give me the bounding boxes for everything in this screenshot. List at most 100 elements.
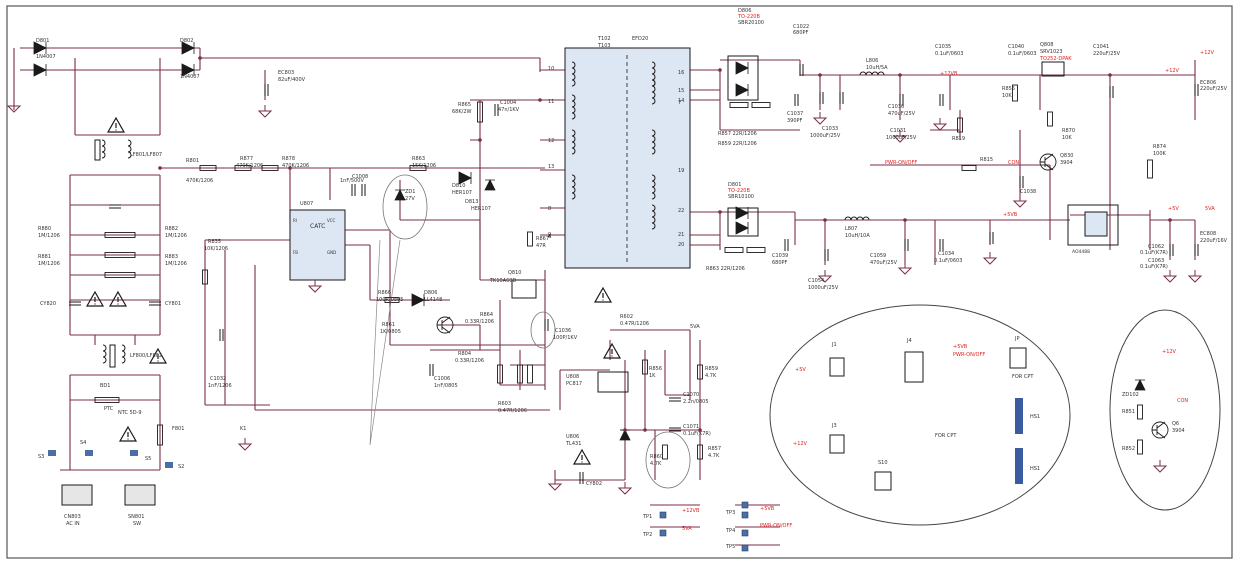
component-label: D810 bbox=[452, 183, 465, 189]
transformer-pin: 9 bbox=[548, 232, 551, 238]
resistor bbox=[202, 269, 208, 285]
ground-symbol bbox=[892, 130, 908, 143]
component-label: TK10A60D bbox=[489, 278, 516, 284]
capacitor bbox=[799, 64, 804, 76]
d801-diode-pack bbox=[727, 207, 759, 237]
s5-switch bbox=[130, 450, 138, 456]
ic-pin-label: VCC bbox=[327, 218, 336, 223]
s3-switch bbox=[48, 450, 56, 456]
component-label: D806 bbox=[738, 8, 751, 14]
component-label: 1M/1206 bbox=[38, 233, 60, 239]
component-label: R865 bbox=[458, 102, 471, 108]
component-label: 220uF/16V bbox=[1200, 238, 1228, 244]
transformer-pin: 14 bbox=[678, 98, 684, 104]
ground-symbol bbox=[817, 270, 833, 283]
component-label: 100P/1KV bbox=[553, 335, 578, 341]
junction-dot bbox=[1168, 218, 1172, 222]
jp-connector bbox=[1009, 347, 1027, 369]
tp-5vb-label: +5VB bbox=[760, 506, 775, 512]
component-label: 680PF bbox=[793, 30, 809, 36]
diode bbox=[735, 221, 749, 235]
component-label: 10uH/10A bbox=[845, 233, 870, 239]
diode bbox=[735, 61, 749, 75]
component-label: C1063 bbox=[1148, 258, 1164, 264]
ground-symbol bbox=[6, 100, 22, 113]
transformer-pin: 11 bbox=[548, 99, 554, 105]
component-label: R804 bbox=[458, 351, 471, 357]
capacitor bbox=[1169, 244, 1174, 256]
component-label: C1070 bbox=[683, 392, 699, 398]
component-label: 82uF/400V bbox=[278, 77, 306, 83]
transistor-leads bbox=[437, 316, 451, 334]
warning-icon bbox=[572, 448, 592, 465]
j4-connector bbox=[904, 351, 924, 383]
component-label: R602 bbox=[620, 314, 633, 320]
resistor bbox=[961, 165, 977, 171]
transformer-coil bbox=[102, 344, 107, 364]
component-label: NTC 5D-9 bbox=[118, 410, 142, 416]
junction-dot bbox=[478, 138, 482, 142]
transformer-coil bbox=[121, 344, 126, 364]
ic-part-label: CATC bbox=[310, 223, 325, 230]
resistor bbox=[497, 364, 503, 384]
ground-symbol bbox=[932, 118, 948, 131]
component-label: K1 bbox=[240, 426, 246, 432]
transformer-pin: 22 bbox=[678, 208, 684, 214]
tp-pwr-label: PWR-ON/OFF bbox=[760, 523, 792, 529]
component-label: HS1 bbox=[1030, 414, 1040, 420]
component-label: D813 bbox=[465, 199, 478, 205]
component-label: EC808 bbox=[1200, 231, 1216, 237]
component-label: LF801/LF807 bbox=[130, 152, 162, 158]
component-label: R874 bbox=[1153, 144, 1166, 150]
inductor bbox=[859, 71, 885, 76]
component-label: R882 bbox=[165, 226, 178, 232]
component-layer bbox=[6, 41, 1203, 552]
component-label: J4 bbox=[906, 338, 912, 344]
transformer-pin: 19 bbox=[678, 168, 684, 174]
component-label: 0.1uF(K7R) bbox=[683, 431, 711, 437]
ground-symbol bbox=[897, 262, 913, 275]
junction-dot bbox=[823, 218, 827, 222]
component-label: R603 bbox=[498, 401, 511, 407]
resistor bbox=[157, 424, 163, 446]
component-label: R877 bbox=[240, 156, 253, 162]
component-label: TP5 bbox=[725, 544, 735, 550]
resistor bbox=[94, 397, 120, 403]
capacitor bbox=[824, 249, 829, 261]
component-label: R881 bbox=[38, 254, 51, 260]
transformer-coil bbox=[571, 129, 576, 155]
component-label: C1037 bbox=[787, 111, 803, 117]
component-label: C1004 bbox=[500, 100, 516, 106]
component-label: S10 bbox=[878, 460, 888, 466]
component-label: 1000uF/25V bbox=[808, 285, 839, 291]
component-label: 2.2n/0805 bbox=[683, 399, 709, 405]
transformer-pin: 15 bbox=[678, 88, 684, 94]
component-label: 15K/1206 bbox=[412, 163, 436, 169]
component-label: 3904 bbox=[1172, 428, 1185, 434]
component-label: C1054 bbox=[808, 278, 824, 284]
test-point bbox=[741, 544, 749, 552]
component-label: R835 bbox=[208, 239, 221, 245]
component-label: 0.1uF(K7R) bbox=[1140, 250, 1168, 256]
component-label: LL4148 bbox=[424, 297, 442, 303]
test-point bbox=[659, 511, 667, 519]
diode bbox=[33, 41, 47, 55]
ground-symbol bbox=[257, 105, 273, 118]
component-label: C1036 bbox=[555, 328, 571, 334]
component-label: AC IN bbox=[66, 521, 80, 527]
resistor bbox=[409, 165, 427, 171]
component-label: R855 bbox=[1002, 86, 1015, 92]
diode bbox=[1134, 379, 1146, 391]
j3-12v-label: +12V bbox=[793, 441, 808, 447]
transistor-leads bbox=[1152, 421, 1166, 439]
component-label: C1034 bbox=[938, 251, 954, 257]
component-label: 10K bbox=[1002, 93, 1012, 99]
component-label: 1N4007 bbox=[36, 54, 56, 60]
component-label: 470K/1206 bbox=[282, 163, 309, 169]
component-label: R883 bbox=[165, 254, 178, 260]
component-label: 100K bbox=[1153, 151, 1167, 157]
component-label: FOR CPT bbox=[1012, 374, 1034, 380]
transformer-ref-2: T103 bbox=[597, 43, 611, 49]
warning-icon bbox=[85, 290, 105, 307]
resistor bbox=[1047, 111, 1053, 127]
